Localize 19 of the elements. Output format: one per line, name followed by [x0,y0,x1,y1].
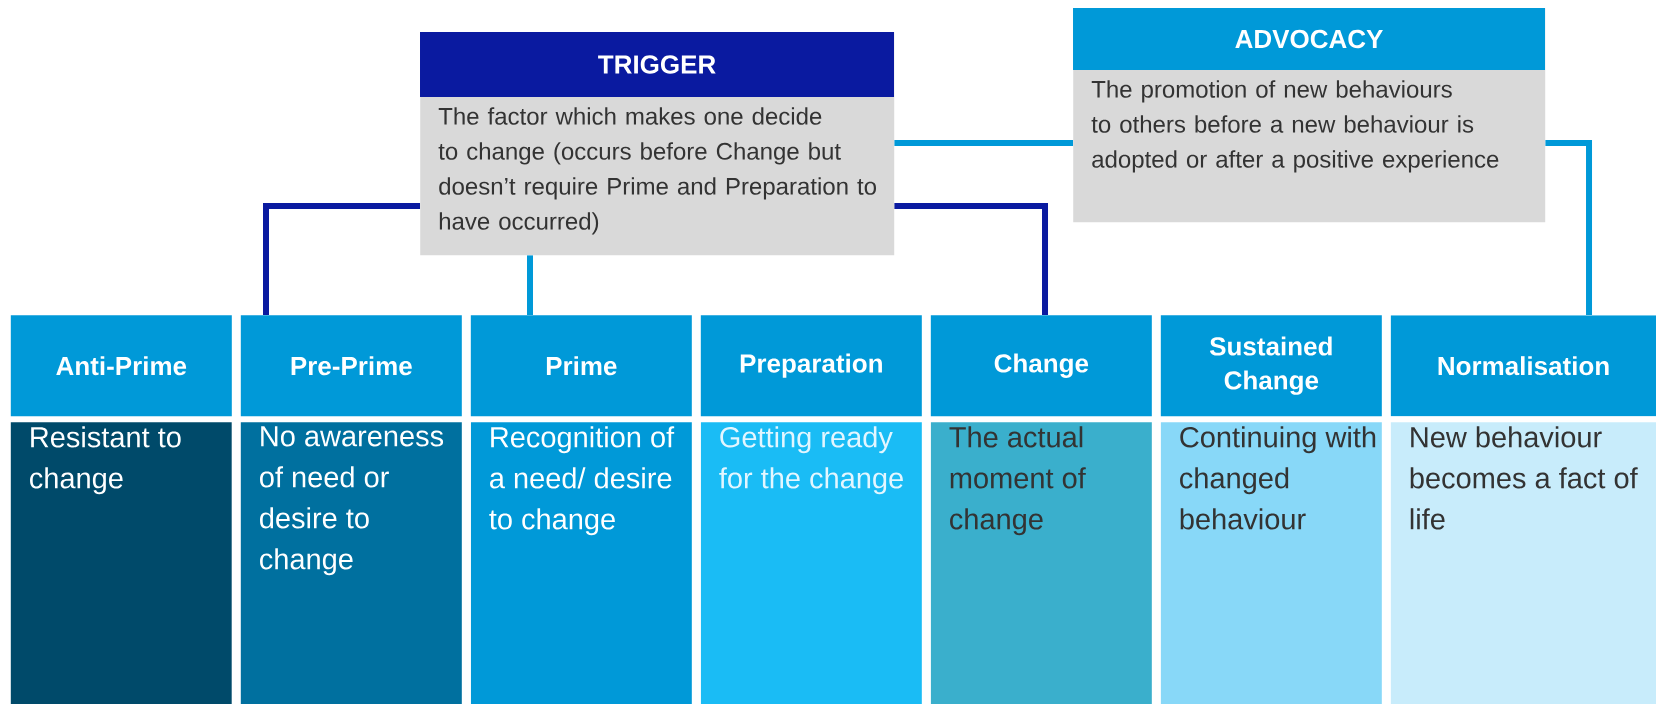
description-box: Resistant to change [10,422,232,704]
stage-header: Sustained Change [1160,315,1382,417]
description-box: The actual moment of change [930,422,1152,704]
description-box: Getting ready for the change [700,422,922,704]
stage-header: Preparation [700,315,922,417]
description-box: Continuing with changed behaviour [1160,422,1382,704]
description-box: Recognition of a need/ desire to change [470,422,692,704]
stage-header: Normalisation [1390,315,1656,417]
connector-line [1545,140,1592,315]
definition-box: TRIGGER The factor which makes one decide to change (occurs before Change but doesn’t require Prime and Preparation to have occurred) [420,32,895,256]
description-box: New behaviour becomes a fact of life [1390,422,1656,704]
definition-box: ADVOCACY The promotion of new behaviours to others before a new behaviour is adopted or after a positive experience [1073,8,1546,223]
description-box: No awareness of need or desire to change [240,422,462,704]
connector-line [527,255,533,315]
stage-header: Change [930,315,1152,417]
stage-header: Prime [470,315,692,417]
connector-line [894,203,1048,315]
stage-header: Anti-Prime [10,315,232,417]
stage-header: Pre-Prime [240,315,462,417]
